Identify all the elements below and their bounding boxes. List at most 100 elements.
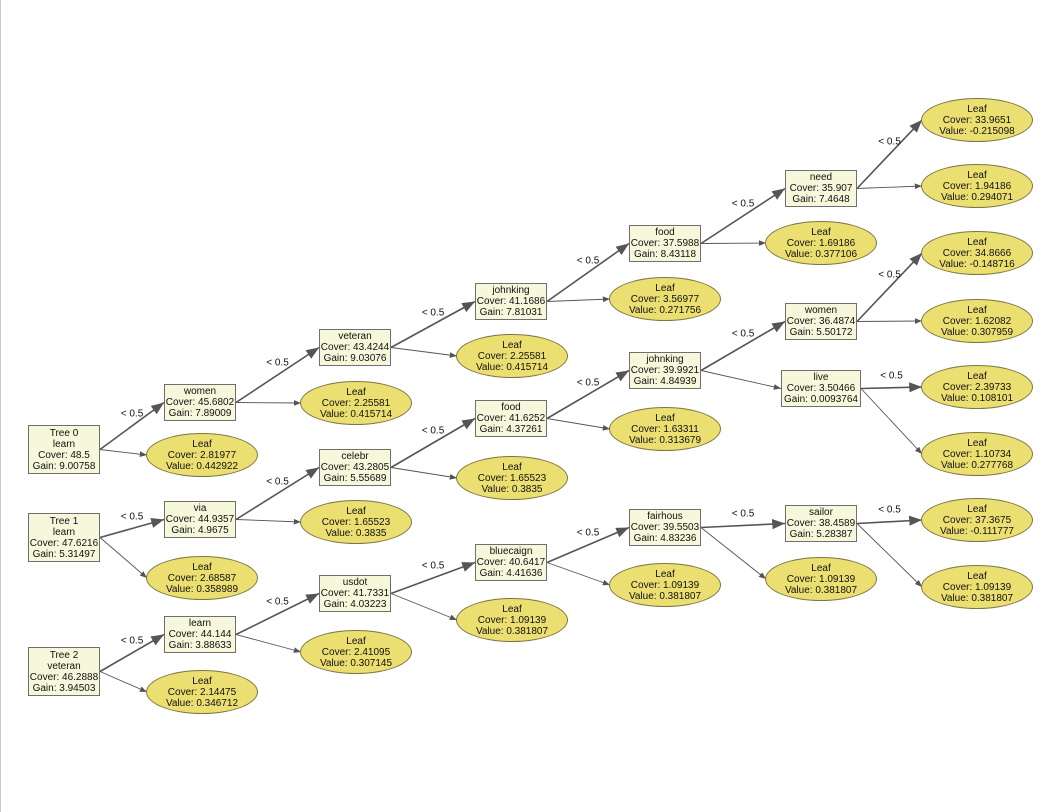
node-text-line: Cover: 41.7331 <box>320 588 390 599</box>
node-text-line: Value: 0.346712 <box>165 697 239 709</box>
node-text-line: Gain: 4.84939 <box>633 376 697 387</box>
node-text-line: Leaf <box>811 226 831 238</box>
edge-yes <box>390 300 476 349</box>
node-text-line: Cover: 1.09139 <box>942 581 1012 593</box>
node-text-line: Leaf <box>502 603 522 615</box>
node-text-line: Leaf <box>346 386 366 398</box>
node-text-line: need <box>809 172 833 183</box>
node-text-line: Cover: 1.62082 <box>942 315 1012 327</box>
edge-label: < 0.5 <box>120 635 144 647</box>
node-text-line: Leaf <box>967 437 987 449</box>
node-text-line: Leaf <box>192 561 212 573</box>
node-text-line: Leaf <box>811 562 831 574</box>
node-text-line: Cover: 1.63311 <box>631 423 699 435</box>
node-text-line: Gain: 8.43118 <box>633 249 697 260</box>
node-text-line: Cover: 48.5 <box>38 449 90 461</box>
node-text-line: Cover: 34.8666 <box>942 247 1012 259</box>
node-text-line: Cover: 1.69186 <box>786 237 856 249</box>
edge-yes <box>546 526 630 564</box>
edge-label: < 0.5 <box>576 255 600 266</box>
node-text-line: Cover: 35.907 <box>789 183 853 194</box>
node-text-line: Cover: 3.56977 <box>630 293 700 305</box>
edge-label: < 0.5 <box>576 377 600 388</box>
node-text-line: johnking <box>646 354 684 365</box>
edge-no <box>856 318 923 324</box>
node-text-line: veteran <box>338 331 372 342</box>
edge-yes <box>99 401 165 451</box>
node-text-line: Value: 0.108101 <box>940 392 1014 404</box>
edge-yes <box>856 515 923 526</box>
edge-no <box>99 671 148 693</box>
node-text-line: Gain: 4.41636 <box>479 568 543 579</box>
node-text-line: Cover: 41.6252 <box>476 413 546 424</box>
node-text-line: Value: 0.307959 <box>940 326 1014 338</box>
node-text-line: Value: -0.148716 <box>939 258 1015 270</box>
node-text-line: Cover: 45.6802 <box>165 397 235 408</box>
node-text-line: Cover: 2.25581 <box>477 350 547 362</box>
node-text-line: food <box>655 227 675 238</box>
node-text-line: Value: 0.271756 <box>628 304 702 316</box>
node-text-line: Cover: 2.39733 <box>942 381 1012 393</box>
node-text-line: Gain: 5.31497 <box>32 548 96 560</box>
edge-label: < 0.5 <box>266 357 289 369</box>
node-text-line: Gain: 3.94503 <box>32 682 96 694</box>
node-text-line: Gain: 9.03076 <box>323 353 387 364</box>
edge-yes <box>390 417 476 469</box>
node-text-line: Cover: 1.65523 <box>321 516 391 528</box>
edge-yes <box>390 561 476 595</box>
edge-no <box>546 562 611 586</box>
node-text-line: Cover: 40.6417 <box>476 557 546 568</box>
node-text-line: Cover: 2.41095 <box>321 646 391 658</box>
node-text-line: Gain: 5.50172 <box>789 327 853 338</box>
node-text-line: learn <box>188 618 212 629</box>
node-text-line: Value: 0.381807 <box>628 590 702 602</box>
edge-yes <box>235 346 320 404</box>
node-text-line: Gain: 7.4648 <box>792 194 850 205</box>
node-text-line: usdot <box>342 577 368 588</box>
node-text-line: Leaf <box>967 370 987 382</box>
node-text-line: Leaf <box>967 236 987 248</box>
node-text-line: Cover: 1.09139 <box>477 614 547 626</box>
node-text-line: Cover: 1.10734 <box>942 448 1012 460</box>
node-text-line: learn <box>52 438 76 450</box>
edge-label: < 0.5 <box>731 508 755 519</box>
edge-no <box>235 400 302 406</box>
edge-label: < 0.5 <box>731 198 755 210</box>
node-text-line: Cover: 38.4589 <box>786 518 856 529</box>
node-text-line: Cover: 2.14475 <box>167 686 237 698</box>
node-text-line: Leaf <box>655 568 675 580</box>
node-text-line: Value: 0.442922 <box>165 460 239 472</box>
node-text-line: Gain: 7.89009 <box>168 408 232 419</box>
edge-yes <box>700 320 786 372</box>
node-text-line: Cover: 1.09139 <box>786 573 856 585</box>
node-text-line: veteran <box>47 660 81 672</box>
node-text-line: Value: 0.415714 <box>319 408 393 420</box>
node-text-line: Gain: 4.03223 <box>323 599 387 610</box>
edge-yes <box>546 242 630 303</box>
edge-no <box>700 370 782 390</box>
edge-no <box>99 449 148 458</box>
edge-yes <box>99 633 165 673</box>
edge-no <box>700 527 767 580</box>
edge-label: < 0.5 <box>878 504 901 516</box>
